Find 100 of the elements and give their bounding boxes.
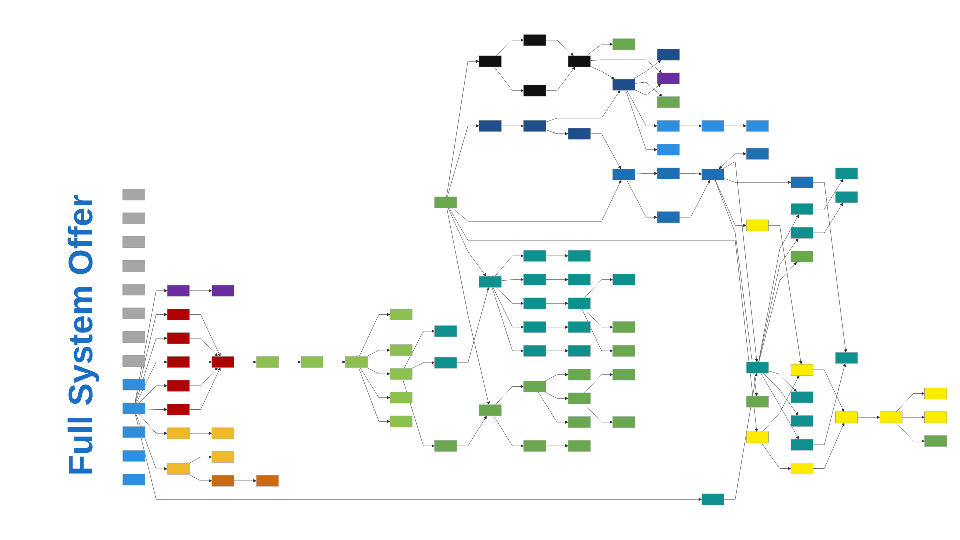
node-box xyxy=(524,250,546,262)
node-box xyxy=(612,38,636,50)
node-box xyxy=(524,34,546,46)
node-box xyxy=(568,369,591,381)
node-box xyxy=(746,220,770,232)
node-box xyxy=(167,332,190,344)
node-box xyxy=(524,345,546,357)
node-box xyxy=(167,308,190,320)
node-box xyxy=(612,169,636,181)
node-box xyxy=(434,357,458,369)
node-box xyxy=(568,322,591,334)
node-box xyxy=(790,416,814,428)
node-box xyxy=(212,285,235,297)
node-box xyxy=(479,120,502,132)
node-box xyxy=(524,298,546,310)
node-box xyxy=(568,56,591,68)
node-box xyxy=(612,416,636,428)
node-box xyxy=(790,204,814,216)
node-box xyxy=(524,274,546,286)
node-box xyxy=(524,85,546,97)
node-box xyxy=(434,440,458,452)
node-box xyxy=(300,356,324,368)
node-box xyxy=(212,475,235,487)
node-box xyxy=(256,356,280,368)
node-box xyxy=(790,463,814,475)
node-box xyxy=(479,276,502,288)
node-box xyxy=(924,436,948,448)
node-box xyxy=(256,475,280,487)
node-box xyxy=(390,416,413,428)
node-box xyxy=(212,428,235,440)
node-box xyxy=(167,285,190,297)
node-box xyxy=(612,369,636,381)
node-box xyxy=(122,284,146,296)
node-box xyxy=(612,79,636,91)
node-box xyxy=(212,356,235,368)
node-box xyxy=(924,412,948,424)
node-box xyxy=(167,428,190,440)
node-box xyxy=(568,298,591,310)
node-box xyxy=(390,392,413,404)
node-box xyxy=(568,128,591,140)
node-box xyxy=(612,274,636,286)
node-box xyxy=(390,368,413,380)
node-box xyxy=(612,345,636,357)
node-box xyxy=(122,236,146,248)
node-box xyxy=(390,308,413,320)
node-box xyxy=(524,322,546,334)
node-box xyxy=(835,412,858,424)
node-box xyxy=(346,356,368,368)
node-box xyxy=(122,474,146,486)
node-box xyxy=(657,120,680,132)
node-box xyxy=(746,148,770,160)
node-box xyxy=(790,176,814,188)
node-box xyxy=(880,412,903,424)
node-box xyxy=(167,356,190,368)
node-box xyxy=(122,355,146,367)
node-box xyxy=(524,440,546,452)
node-box xyxy=(657,168,680,180)
node-box xyxy=(790,364,814,376)
node-box xyxy=(612,322,636,334)
node-box xyxy=(122,212,146,224)
node-box xyxy=(568,392,591,404)
node-box xyxy=(657,49,680,61)
node-box xyxy=(790,392,814,404)
node-box xyxy=(835,192,858,204)
node-box xyxy=(657,72,680,84)
node-box xyxy=(702,120,724,132)
node-box xyxy=(390,344,413,356)
node-box xyxy=(122,189,146,201)
node-box xyxy=(167,404,190,416)
node-box xyxy=(122,426,146,438)
node-box xyxy=(122,308,146,320)
node-box xyxy=(568,250,591,262)
node-box xyxy=(746,362,770,374)
node-box xyxy=(835,352,858,364)
node-box xyxy=(479,404,502,416)
node-box xyxy=(524,381,546,392)
node-box xyxy=(568,274,591,286)
node-box xyxy=(568,416,591,428)
node-box xyxy=(122,402,146,414)
node-box xyxy=(657,144,680,156)
node-box xyxy=(790,251,814,263)
node-box xyxy=(479,56,502,68)
node-box xyxy=(167,463,190,475)
node-box xyxy=(924,388,948,400)
node-box xyxy=(568,440,591,452)
node-box xyxy=(434,326,458,338)
title: Full System Offer xyxy=(62,193,102,478)
node-box xyxy=(122,379,146,391)
node-box xyxy=(702,169,724,181)
node-box xyxy=(167,380,190,392)
node-box xyxy=(657,212,680,224)
node-box xyxy=(702,494,724,506)
node-box xyxy=(568,345,591,357)
node-box xyxy=(122,450,146,462)
node-box xyxy=(790,439,814,451)
node-box xyxy=(790,227,814,239)
node-box xyxy=(746,432,770,444)
node-box xyxy=(212,452,235,464)
node-box xyxy=(746,396,770,408)
node-box xyxy=(122,260,146,272)
